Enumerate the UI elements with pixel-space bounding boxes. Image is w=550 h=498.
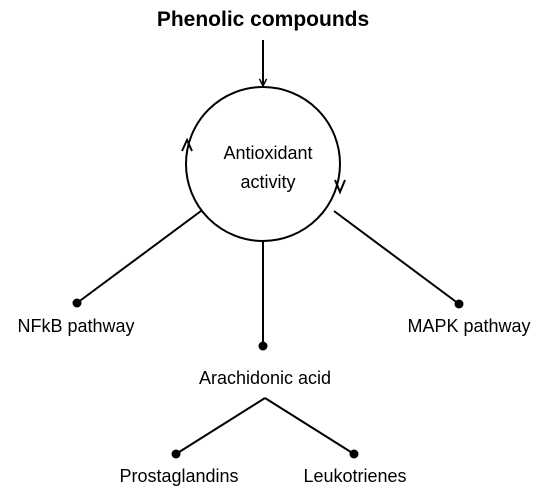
prostaglandins-dot (171, 449, 181, 459)
diagram-title: Phenolic compounds (157, 8, 369, 31)
antioxidant-activity-circle (185, 86, 341, 242)
leukotrienes-label: Leukotrienes (303, 466, 406, 486)
nfkb-pathway-label: NFkB pathway (17, 316, 134, 336)
arachidonic-dot (258, 341, 268, 351)
mapk-dot (454, 299, 464, 309)
cycle-arrowhead-right (334, 179, 346, 195)
leukotrienes-dot (349, 449, 359, 459)
edge-to-nfkb (76, 210, 202, 304)
center-label-line1: Antioxidant (223, 143, 312, 163)
arachidonic-acid-label: Arachidonic acid (199, 368, 331, 388)
center-label-line2: activity (240, 172, 295, 192)
edge-to-mapk (333, 210, 460, 305)
nfkb-dot (72, 298, 82, 308)
edge-to-prostaglandins (175, 397, 266, 455)
mapk-pathway-label: MAPK pathway (407, 316, 530, 336)
cycle-arrowhead-left (181, 137, 193, 152)
edge-to-leukotrienes (264, 397, 355, 455)
prostaglandins-label: Prostaglandins (119, 466, 238, 486)
